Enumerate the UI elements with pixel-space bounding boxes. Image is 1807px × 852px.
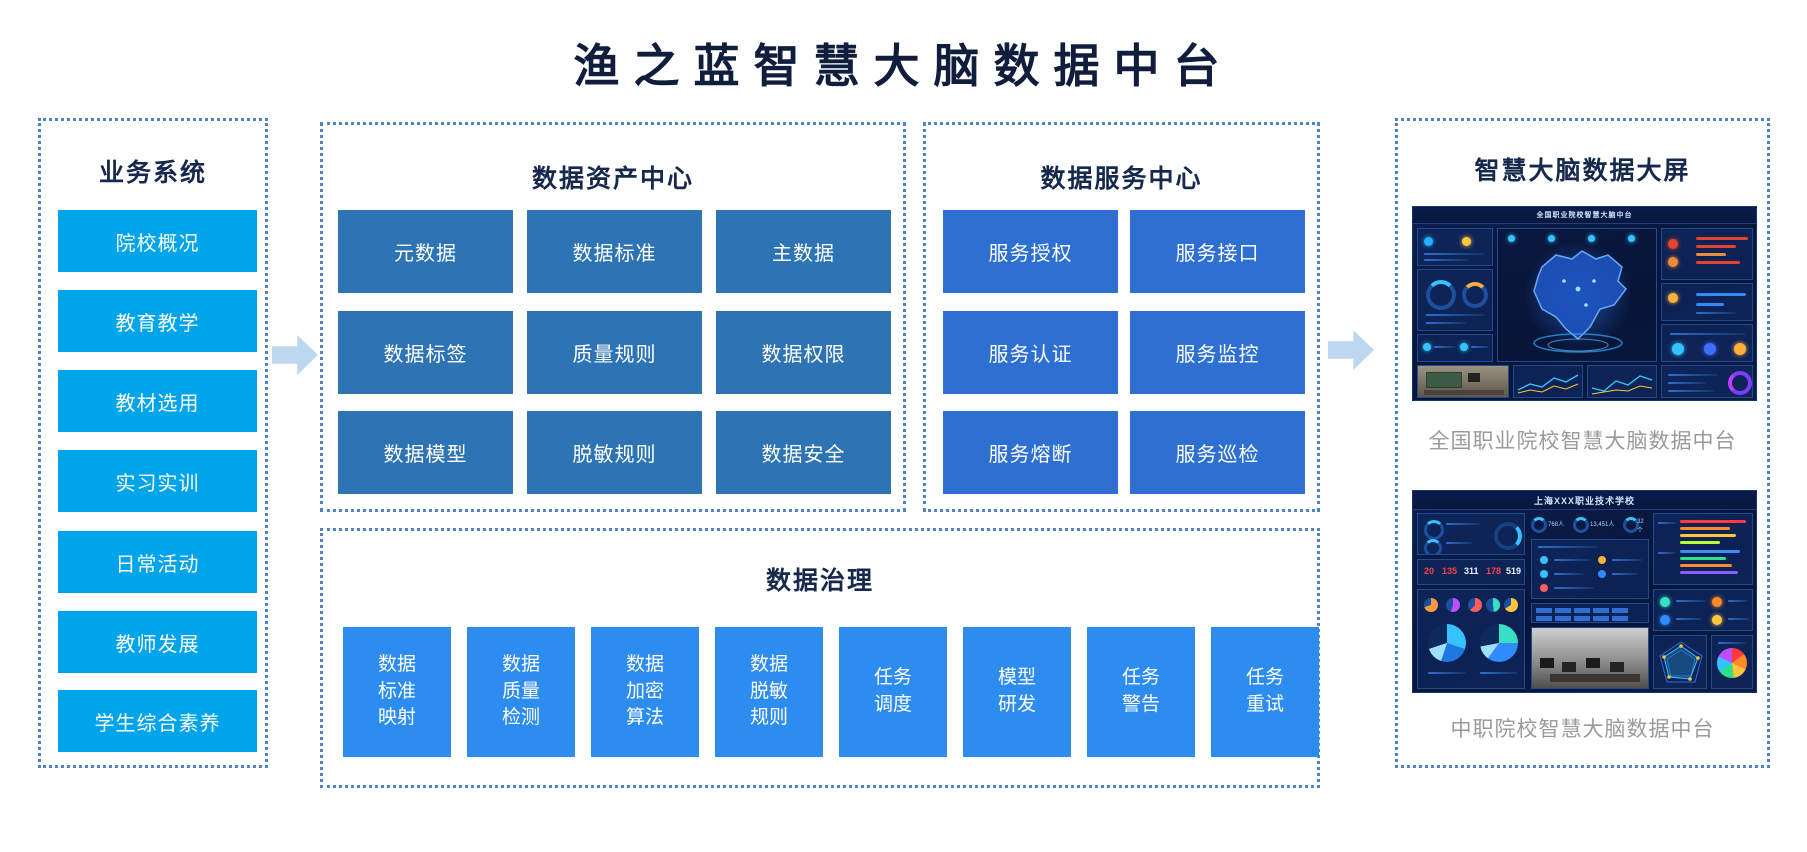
kpi-number: 519 [1506,566,1522,576]
service-item[interactable]: 服务认证 [943,311,1118,394]
asset-item[interactable]: 质量规则 [527,311,702,394]
smart-screen-panel: 智慧大脑数据大屏 全国职业院校智慧大脑中台 [1395,118,1770,768]
service-item[interactable]: 服务授权 [943,210,1118,293]
business-systems-panel: 业务系统 院校概况 教育教学 教材选用 实习实训 日常活动 教师发展 学生综合素… [38,118,268,768]
data-asset-center-title: 数据资产中心 [531,165,694,193]
governance-item[interactable]: 数据 脱敏 规则 [715,627,823,757]
service-item[interactable]: 服务熔断 [943,411,1118,494]
data-asset-center-panel: 数据资产中心 元数据 数据标准 主数据 数据标签 质量规则 数据权限 数据模型 … [320,122,906,512]
stat-value: 768人 [1548,522,1565,528]
service-item[interactable]: 服务巡检 [1130,411,1305,494]
service-item[interactable]: 服务接口 [1130,210,1305,293]
asset-item[interactable]: 脱敏规则 [527,411,702,494]
asset-item[interactable]: 数据模型 [338,411,513,494]
dashboard-header-title: 上海XXX职业技术学校 [1533,495,1635,506]
flow-arrow-icon [1328,330,1374,370]
china-map-icon [1524,241,1632,353]
governance-item[interactable]: 任务 警告 [1087,627,1195,757]
business-systems-title: 业务系统 [98,159,207,187]
business-item[interactable]: 实习实训 [58,450,257,512]
data-governance-title: 数据治理 [765,567,874,595]
kpi-number: 20 [1424,566,1435,576]
classroom-photo-thumb [1417,365,1509,398]
school-dashboard-caption: 中职院校智慧大脑数据中台 [1450,718,1715,741]
kpi-number: 135 [1442,566,1458,576]
kpi-number: 311 [1464,566,1479,576]
computer-lab-photo-thumb [1531,627,1649,689]
governance-item[interactable]: 数据 标准 映射 [343,627,451,757]
dashboard-header-title: 全国职业院校智慧大脑中台 [1536,212,1633,219]
pie-chart-icon [1428,624,1466,662]
business-item[interactable]: 学生综合素养 [58,690,257,752]
asset-item[interactable]: 数据标准 [527,210,702,293]
school-dashboard-thumbnail[interactable]: 上海XXX职业技术学校 768人 13,451人 32个 20 [1412,490,1757,693]
service-item[interactable]: 服务监控 [1130,311,1305,394]
dashboard-header: 上海XXX职业技术学校 [1413,491,1756,510]
governance-item[interactable]: 任务 重试 [1211,627,1319,757]
pie-chart-icon [1480,624,1518,662]
governance-item[interactable]: 任务 调度 [839,627,947,757]
asset-item[interactable]: 元数据 [338,210,513,293]
flow-arrow-icon [272,335,318,375]
governance-item[interactable]: 数据 质量 检测 [467,627,575,757]
governance-item[interactable]: 数据 加密 算法 [591,627,699,757]
stat-value: 32个 [1637,519,1644,534]
page-title: 渔之蓝智慧大脑数据中台 [573,40,1234,92]
asset-item[interactable]: 数据安全 [716,411,891,494]
dashboard-header: 全国职业院校智慧大脑中台 [1413,207,1756,224]
business-item[interactable]: 教材选用 [58,370,257,432]
business-item[interactable]: 教师发展 [58,611,257,673]
asset-item[interactable]: 主数据 [716,210,891,293]
national-dashboard-thumbnail[interactable]: 全国职业院校智慧大脑中台 [1412,206,1757,401]
business-item[interactable]: 教育教学 [58,290,257,352]
smart-screen-title: 智慧大脑数据大屏 [1474,157,1691,185]
data-service-center-panel: 数据服务中心 服务授权 服务接口 服务认证 服务监控 服务熔断 服务巡检 [923,122,1320,512]
business-item[interactable]: 日常活动 [58,531,257,593]
radar-chart-icon [1659,641,1703,683]
kpi-number: 178 [1486,566,1502,576]
data-governance-panel: 数据治理 数据 标准 映射 数据 质量 检测 数据 加密 算法 数据 脱敏 规则… [320,528,1320,788]
asset-item[interactable]: 数据权限 [716,311,891,394]
pinwheel-chart-icon [1717,648,1747,678]
governance-item[interactable]: 模型 研发 [963,627,1071,757]
business-item[interactable]: 院校概况 [58,210,257,272]
data-service-center-title: 数据服务中心 [1040,165,1203,193]
stat-value: 13,451人 [1590,522,1615,528]
national-dashboard-caption: 全国职业院校智慧大脑数据中台 [1428,430,1737,453]
asset-item[interactable]: 数据标签 [338,311,513,394]
